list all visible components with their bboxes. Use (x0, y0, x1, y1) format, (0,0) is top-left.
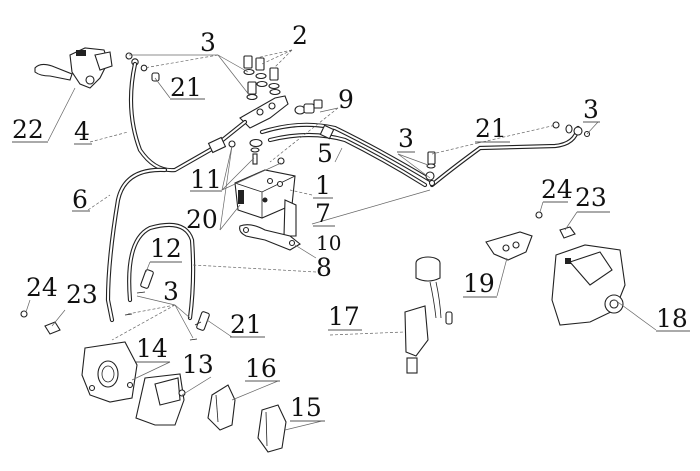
callout-18: 18 (656, 304, 690, 333)
bolt-assembly-part (294, 99, 323, 115)
callout-label: 21 (230, 310, 262, 339)
callout-label: 14 (136, 334, 168, 363)
callout-label: 3 (398, 124, 414, 153)
callout-8: 8 (316, 253, 332, 282)
callout-label: 17 (328, 302, 360, 331)
callout-11: 11 (190, 165, 222, 194)
callout-label: 24 (541, 175, 573, 204)
callout-label: 19 (463, 269, 495, 298)
callout-10: 10 (316, 231, 341, 255)
callout-label: 16 (245, 354, 277, 383)
callout-15: 15 (290, 393, 325, 422)
callout-label: 20 (186, 205, 218, 234)
callout-label: 7 (315, 199, 331, 228)
callout-label: 12 (150, 234, 182, 263)
callout-3-lower: 3 (163, 277, 179, 306)
callout-23-front: 23 (66, 280, 98, 309)
callout-24-rear: 24 (541, 175, 573, 204)
rear-brake-pads-part (485, 231, 533, 261)
rear-junction-fittings (425, 151, 436, 187)
callout-3-middle-right: 3 (397, 124, 415, 153)
callout-label: 8 (316, 253, 332, 282)
callout-label: 23 (575, 183, 607, 212)
callout-label: 22 (12, 115, 44, 144)
callout-13: 13 (182, 350, 214, 379)
callout-label: 23 (66, 280, 98, 309)
lower-banjo-bolts (124, 269, 210, 341)
callout-label: 21 (170, 73, 202, 102)
callout-label: 11 (190, 165, 222, 194)
callout-label: 3 (163, 277, 179, 306)
callout-4: 4 (74, 117, 92, 146)
callout-6: 6 (72, 185, 90, 214)
callout-20: 20 (186, 205, 218, 234)
callout-label: 9 (338, 85, 354, 114)
callout-label: 10 (316, 231, 341, 255)
callout-7: 7 (313, 199, 335, 228)
abs-bracket-plate (239, 199, 301, 251)
callout-19: 19 (463, 269, 497, 298)
callout-1: 1 (313, 171, 333, 200)
callout-23-rear: 23 (575, 183, 610, 213)
callout-3-upper: 3 (200, 28, 216, 57)
rear-caliper-part (551, 244, 626, 326)
callout-label: 4 (74, 117, 90, 146)
callout-9: 9 (338, 85, 354, 114)
rear-bleeder-parts (535, 211, 576, 239)
callout-label: 24 (26, 273, 58, 302)
brake-pads-left-part (207, 384, 236, 431)
callout-16: 16 (245, 354, 280, 383)
callout-label: 6 (72, 185, 88, 214)
callout-label: 3 (583, 95, 599, 124)
front-bleeder-parts (20, 310, 61, 335)
caliper-right-part (135, 373, 186, 426)
callout-3-right: 3 (583, 95, 600, 124)
callout-14: 14 (136, 334, 170, 363)
callout-17: 17 (328, 302, 362, 331)
hose-junction-block (239, 95, 289, 129)
callout-label: 13 (182, 350, 214, 379)
callout-21-lower: 21 (230, 310, 265, 339)
callout-2: 2 (292, 21, 308, 50)
callout-label: 5 (317, 139, 333, 168)
callout-label: 15 (290, 393, 322, 422)
caliper-left-part (81, 341, 138, 403)
front-master-cylinder-part (34, 47, 113, 89)
leader-lines (25, 49, 657, 431)
brake-pads-right-part (257, 404, 287, 453)
callout-label: 1 (315, 171, 331, 200)
callout-21-rear: 21 (475, 114, 510, 143)
callout-labels: 22 3 2 21 4 9 5 6 11 (12, 21, 690, 422)
callout-21-upper: 21 (170, 73, 205, 102)
callout-label: 18 (656, 304, 688, 333)
rear-hose-end-fittings (552, 121, 591, 138)
callout-24-front: 24 (26, 273, 58, 302)
brake-hoses (105, 61, 581, 323)
callout-label: 2 (292, 21, 308, 50)
callout-12: 12 (150, 234, 182, 263)
grommets-screws (228, 138, 285, 165)
callout-5: 5 (317, 139, 333, 168)
callout-label: 3 (200, 28, 216, 57)
callout-label: 21 (475, 114, 507, 143)
rear-master-cylinder-part (404, 256, 453, 374)
banjo-bolts-cluster (243, 55, 281, 101)
callout-22: 22 (12, 115, 48, 144)
